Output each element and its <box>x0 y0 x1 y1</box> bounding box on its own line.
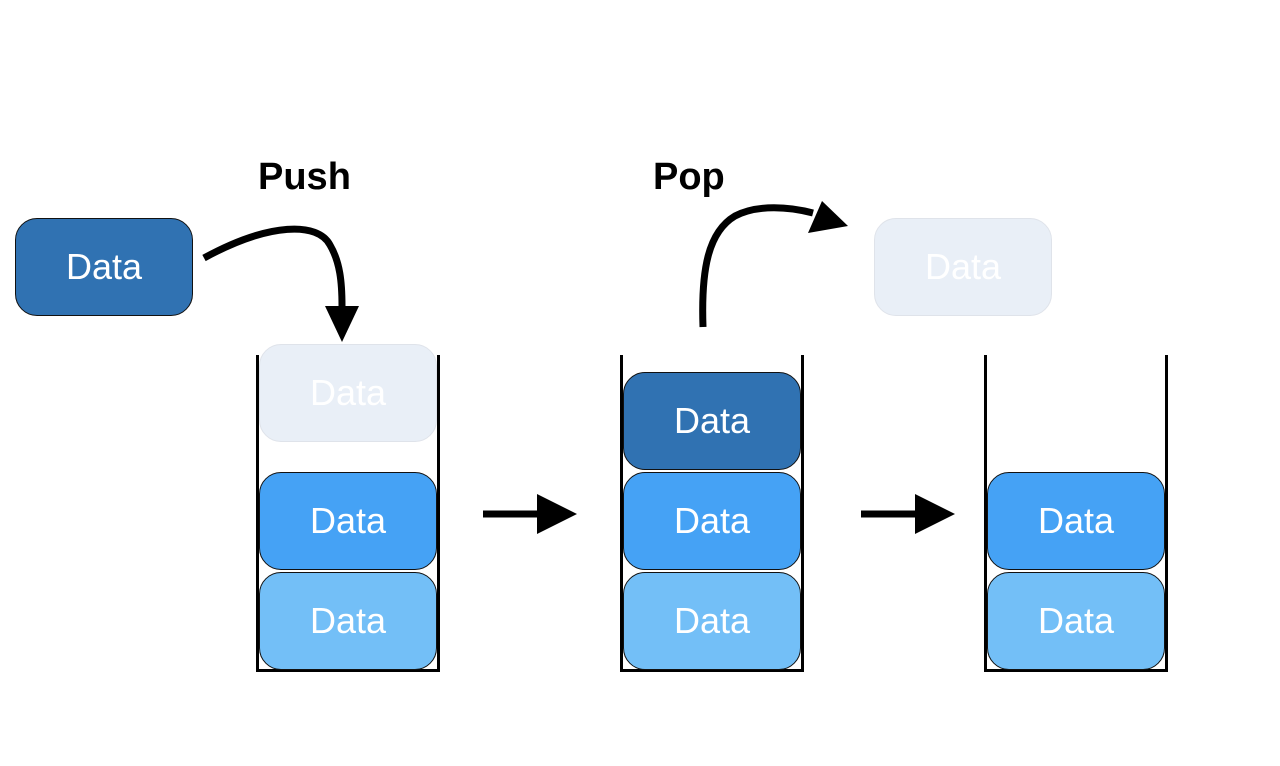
push-label: Push <box>258 156 351 198</box>
push-arrow-icon <box>202 225 359 342</box>
stack1-middle-block: Data <box>259 472 437 570</box>
stack3-bottom-block: Data <box>987 572 1165 670</box>
stack-container-1 <box>256 355 440 672</box>
stack2-middle-block: Data <box>623 472 801 570</box>
popped-ghost-block: Data <box>874 218 1052 316</box>
pop-label: Pop <box>653 156 725 198</box>
incoming-data-block: Data <box>15 218 193 316</box>
stack2-bottom-block: Data <box>623 572 801 670</box>
stack2-top-block: Data <box>623 372 801 470</box>
transition-arrow-2-icon <box>861 494 955 534</box>
stack1-bottom-block: Data <box>259 572 437 670</box>
stack-container-3 <box>984 355 1168 672</box>
transition-arrow-1-icon <box>483 494 577 534</box>
stack1-pushed-ghost-block: Data <box>259 344 437 442</box>
stack-container-2 <box>620 355 804 672</box>
stack3-top-block: Data <box>987 472 1165 570</box>
pop-arrow-icon <box>699 201 848 328</box>
